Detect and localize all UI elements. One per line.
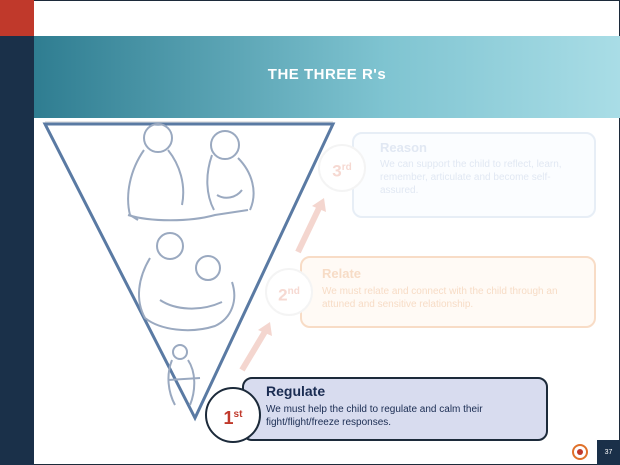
ordinal-suffix: nd — [287, 286, 300, 297]
inverted-triangle — [42, 122, 336, 422]
arrow-up-icon — [295, 198, 326, 254]
ordinal-number: 3 — [332, 161, 342, 181]
step-title: Reason — [380, 140, 427, 155]
slide-title: THE THREE R's — [267, 66, 387, 83]
arrow-up-icon — [239, 322, 272, 372]
separator-line — [45, 121, 333, 123]
step-title: Regulate — [266, 383, 326, 399]
figures-top-icon — [127, 123, 255, 222]
step-description: We can support the child to reflect, lea… — [380, 159, 562, 196]
step-regulate-box: Regulate We must help the child to regul… — [242, 377, 548, 441]
step-relate-box: Relate We must relate and connect with t… — [300, 256, 596, 328]
step-title: Relate — [322, 266, 362, 281]
figures-middle-icon — [138, 232, 236, 332]
ordinal-number: 2 — [278, 285, 288, 305]
left-sidebar-bar — [0, 0, 34, 465]
ordinal-number: 1 — [223, 408, 234, 428]
ordinal-badge-2nd: 2nd — [265, 268, 313, 316]
figures-bottom-icon — [167, 344, 201, 406]
step-reason-box: Reason We can support the child to refle… — [352, 132, 596, 218]
ordinal-suffix: rd — [341, 162, 352, 173]
ordinal-suffix: st — [233, 409, 243, 420]
logo-icon — [572, 444, 588, 460]
title-band — [34, 36, 620, 118]
ordinal-badge-3rd: 3rd — [318, 144, 366, 192]
page-number: 37 — [597, 440, 620, 465]
red-accent-square — [0, 0, 34, 36]
step-description: We must help the child to regulate and c… — [266, 404, 483, 428]
ordinal-badge-1st: 1st — [205, 387, 261, 443]
step-description: We must relate and connect with the chil… — [322, 286, 558, 310]
